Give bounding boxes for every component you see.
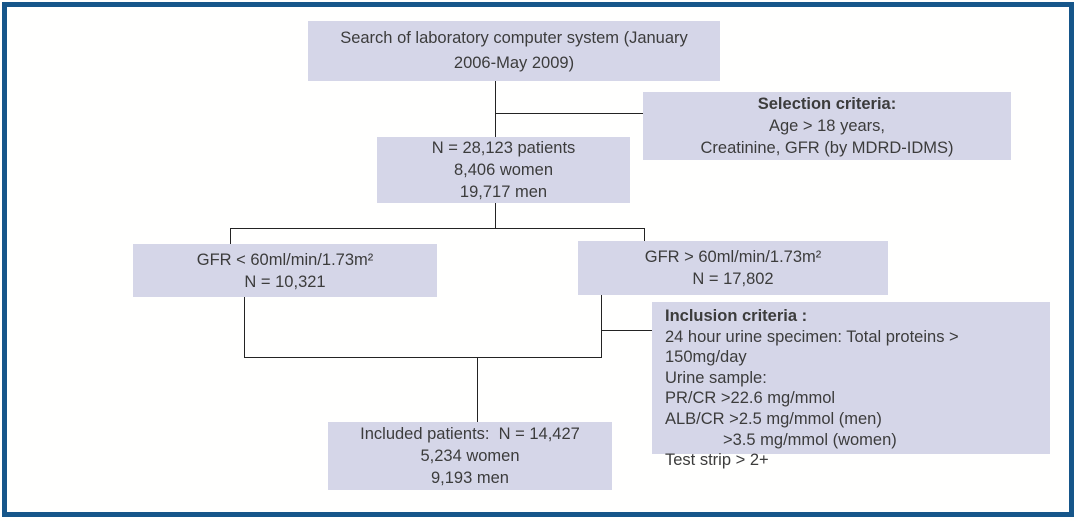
gfr-high-box: GFR > 60ml/min/1.73m² N = 17,802 [578,241,888,295]
inclusion-criteria-line3: PR/CR >22.6 mg/mmol [665,389,836,408]
connector-merge-to-included [477,357,478,422]
connector-merge-horizontal [244,357,602,358]
selection-criteria-box: Selection criteria: Age > 18 years, Crea… [643,92,1011,160]
connector-branch-to-inclusion-criteria [601,330,652,331]
inclusion-criteria-line2: Urine sample: [665,368,767,387]
cohort-men: 19,717 men [459,183,548,201]
cohort-women: 8,406 women [453,161,554,179]
inclusion-criteria-line5: >3.5 mg/mmol (women) [723,430,897,449]
connector-drop-to-gfr-low [230,228,231,244]
search-box-line2: 2006-May 2009) [453,54,575,72]
included-men: 9,193 men [431,469,509,487]
included-total: Included patients: N = 14,427 [360,425,580,443]
cohort-total: N = 28,123 patients [431,139,576,157]
connector-cohort-down [495,203,496,228]
included-women: 5,234 women [420,447,520,465]
selection-criteria-line1: Age > 18 years, [768,117,886,135]
selection-criteria-title: Selection criteria: [757,95,897,113]
gfr-high-count: N = 17,802 [692,270,774,288]
inclusion-criteria-line4: ALB/CR >2.5 mg/mmol (men) [665,409,882,428]
search-box-line1: Search of laboratory computer system (Ja… [340,29,688,47]
selection-criteria-line2: Creatinine, GFR (by MDRD-IDMS) [700,139,954,157]
gfr-low-count: N = 10,321 [244,272,326,291]
cohort-box: N = 28,123 patients 8,406 women 19,717 m… [377,137,630,203]
gfr-high-label: GFR > 60ml/min/1.73m² [644,248,822,266]
inclusion-criteria-line1: 24 hour urine specimen: Total proteins >… [665,327,964,367]
search-box: Search of laboratory computer system (Ja… [308,21,720,81]
connector-gfr-low-down [244,297,245,357]
connector-gfr-high-down [601,295,602,357]
connector-search-to-cohort [495,81,496,137]
inclusion-criteria-title: Inclusion criteria : [665,307,808,325]
gfr-low-label: GFR < 60ml/min/1.73m² [196,250,374,269]
included-patients-box: Included patients: N = 14,427 5,234 wome… [328,422,612,490]
inclusion-criteria-line6: Test strip > 2+ [665,451,769,470]
connector-split-horizontal [230,228,645,229]
inclusion-criteria-box: Inclusion criteria : 24 hour urine speci… [652,302,1050,469]
gfr-low-box: GFR < 60ml/min/1.73m² N = 10,321 [133,244,437,297]
connector-drop-to-gfr-high [644,228,645,241]
connector-branch-to-selection-criteria [495,113,643,114]
